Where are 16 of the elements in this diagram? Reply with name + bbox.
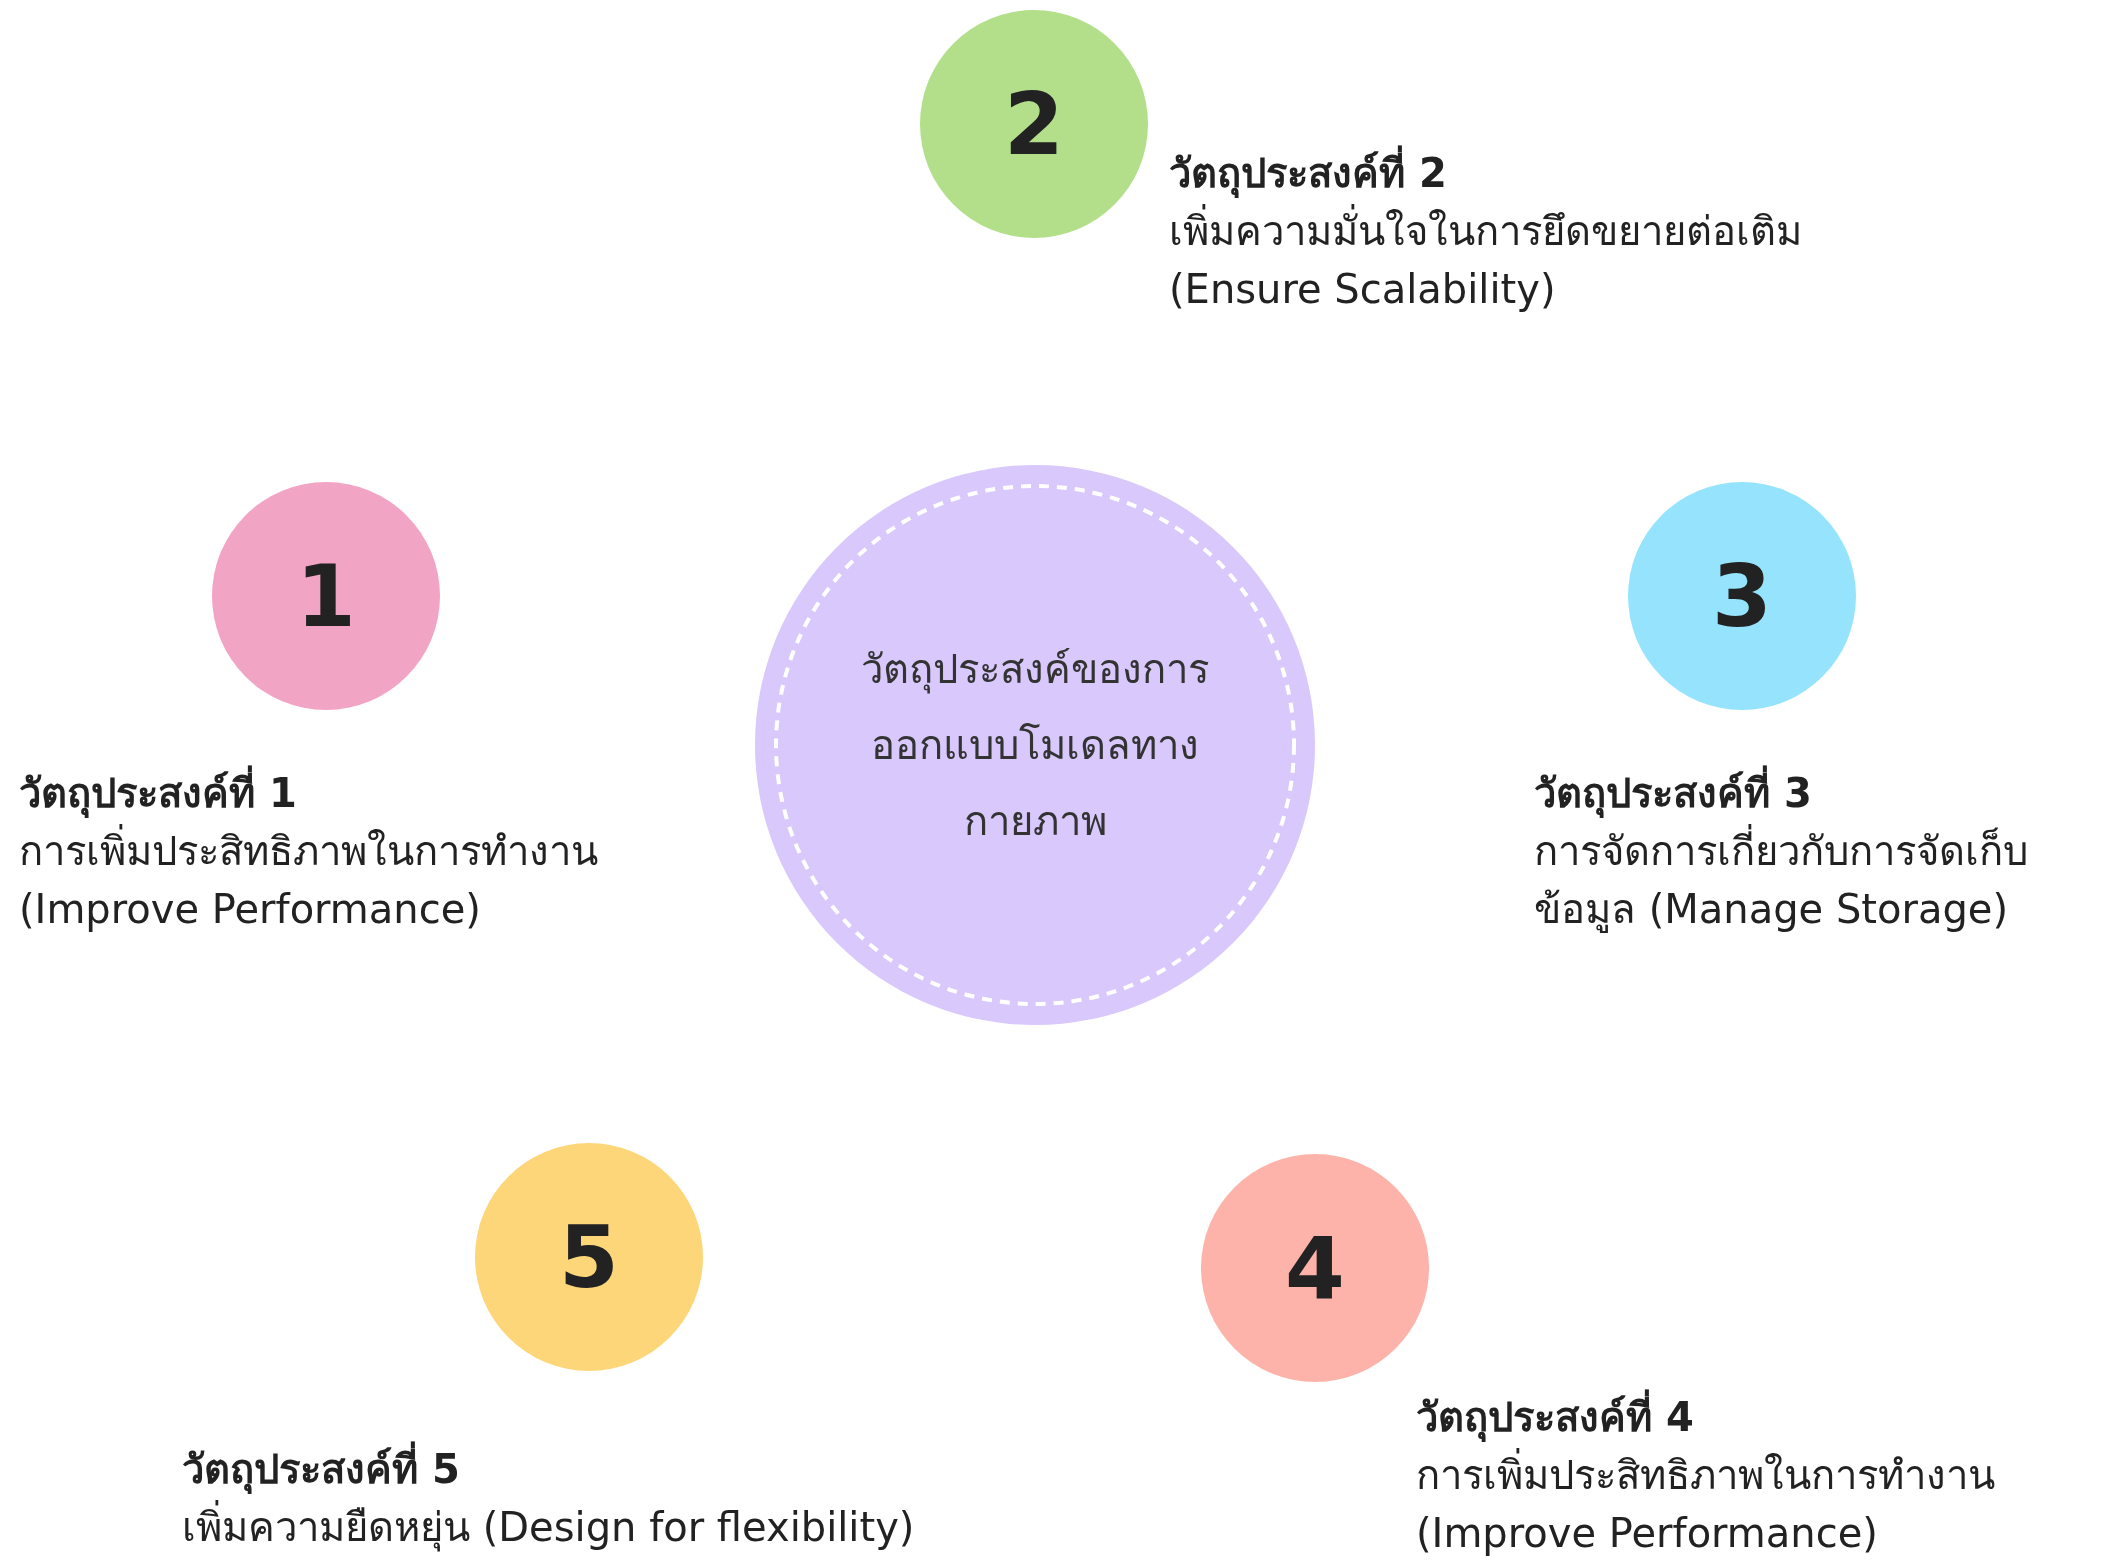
objective-description: การจัดการเกี่ยวกับการจัดเก็บข้อมูล (Manage Storage)	[1534, 822, 2114, 938]
objective-heading: วัตถุประสงค์ที่ 5	[182, 1440, 1082, 1498]
objective-number: 3	[1712, 546, 1772, 646]
objective-number: 2	[1004, 74, 1064, 174]
objective-heading: วัตถุประสงค์ที่ 3	[1534, 764, 2114, 822]
objective-description: เพิ่มความมั่นใจในการยึดขยายต่อเติม (Ensure Scalability)	[1169, 202, 1949, 318]
objective-number: 5	[559, 1207, 619, 1307]
objective-number: 1	[296, 546, 356, 646]
objective-description: การเพิ่มประสิทธิภาพในการทำงาน (Improve Performance)	[19, 822, 699, 938]
objective-description: การเพิ่มประสิทธิภาพในการทำงาน (Improve Performance)	[1416, 1446, 2096, 1562]
objective-heading: วัตถุประสงค์ที่ 1	[19, 764, 699, 822]
center-title: วัตถุประสงค์ของการออกแบบโมเดลทางกายภาพ	[860, 645, 1210, 846]
objective-description: เพิ่มความยืดหยุ่น (Design for flexibility)	[182, 1498, 1082, 1556]
objective-heading: วัตถุประสงค์ที่ 2	[1169, 144, 1949, 202]
objective-heading: วัตถุประสงค์ที่ 4	[1416, 1388, 2096, 1446]
objective-number: 4	[1285, 1218, 1345, 1318]
